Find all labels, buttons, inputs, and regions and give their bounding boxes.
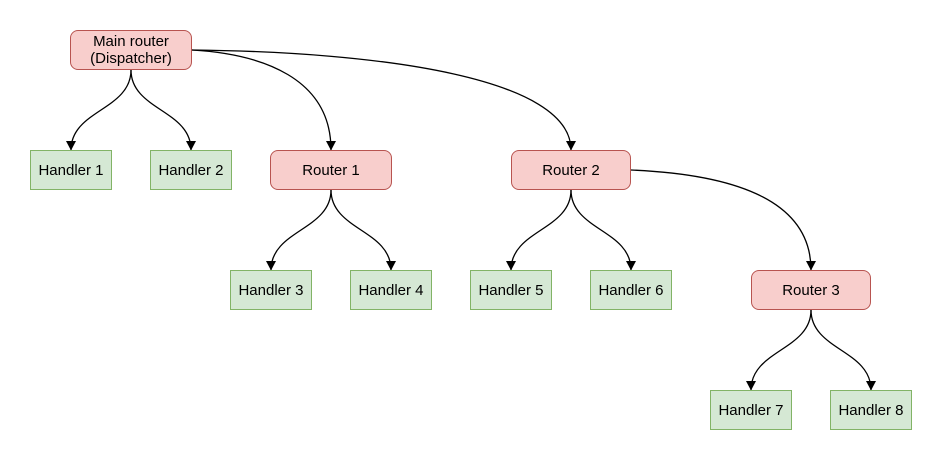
edge-router-2-to-router-3 — [630, 169, 816, 271]
main-router-label-line2: (Dispatcher) — [90, 50, 172, 67]
node-handler-1: Handler 1 — [30, 150, 112, 190]
edge-main-router-to-handler-2 — [130, 69, 196, 151]
node-main-router: Main router (Dispatcher) — [70, 30, 192, 70]
handler-6-label: Handler 6 — [598, 281, 664, 299]
handler-8-label: Handler 8 — [838, 401, 904, 419]
node-handler-5: Handler 5 — [470, 270, 552, 310]
edge-main-router-to-router-2 — [191, 49, 576, 151]
edge-router-2-to-handler-6 — [570, 189, 636, 271]
handler-3-label: Handler 3 — [238, 281, 304, 299]
handler-7-label: Handler 7 — [718, 401, 784, 419]
edge-router-2-to-handler-5 — [506, 189, 572, 271]
main-router-label-line1: Main router — [93, 33, 169, 50]
router-3-label: Router 3 — [782, 281, 840, 299]
handler-4-label: Handler 4 — [358, 281, 424, 299]
handler-5-label: Handler 5 — [478, 281, 544, 299]
node-handler-2: Handler 2 — [150, 150, 232, 190]
edge-router-3-to-handler-8 — [810, 309, 876, 391]
edge-main-router-to-router-1 — [191, 49, 336, 151]
node-handler-7: Handler 7 — [710, 390, 792, 430]
node-handler-3: Handler 3 — [230, 270, 312, 310]
handler-2-label: Handler 2 — [158, 161, 224, 179]
node-router-1: Router 1 — [270, 150, 392, 190]
handler-1-label: Handler 1 — [38, 161, 104, 179]
edge-router-3-to-handler-7 — [746, 309, 812, 391]
node-router-3: Router 3 — [751, 270, 871, 310]
node-handler-6: Handler 6 — [590, 270, 672, 310]
node-handler-8: Handler 8 — [830, 390, 912, 430]
router-2-label: Router 2 — [542, 161, 600, 179]
edge-main-router-to-handler-1 — [66, 69, 132, 151]
edge-router-1-to-handler-3 — [266, 189, 332, 271]
node-handler-4: Handler 4 — [350, 270, 432, 310]
router-1-label: Router 1 — [302, 161, 360, 179]
node-router-2: Router 2 — [511, 150, 631, 190]
edge-router-1-to-handler-4 — [330, 189, 396, 271]
